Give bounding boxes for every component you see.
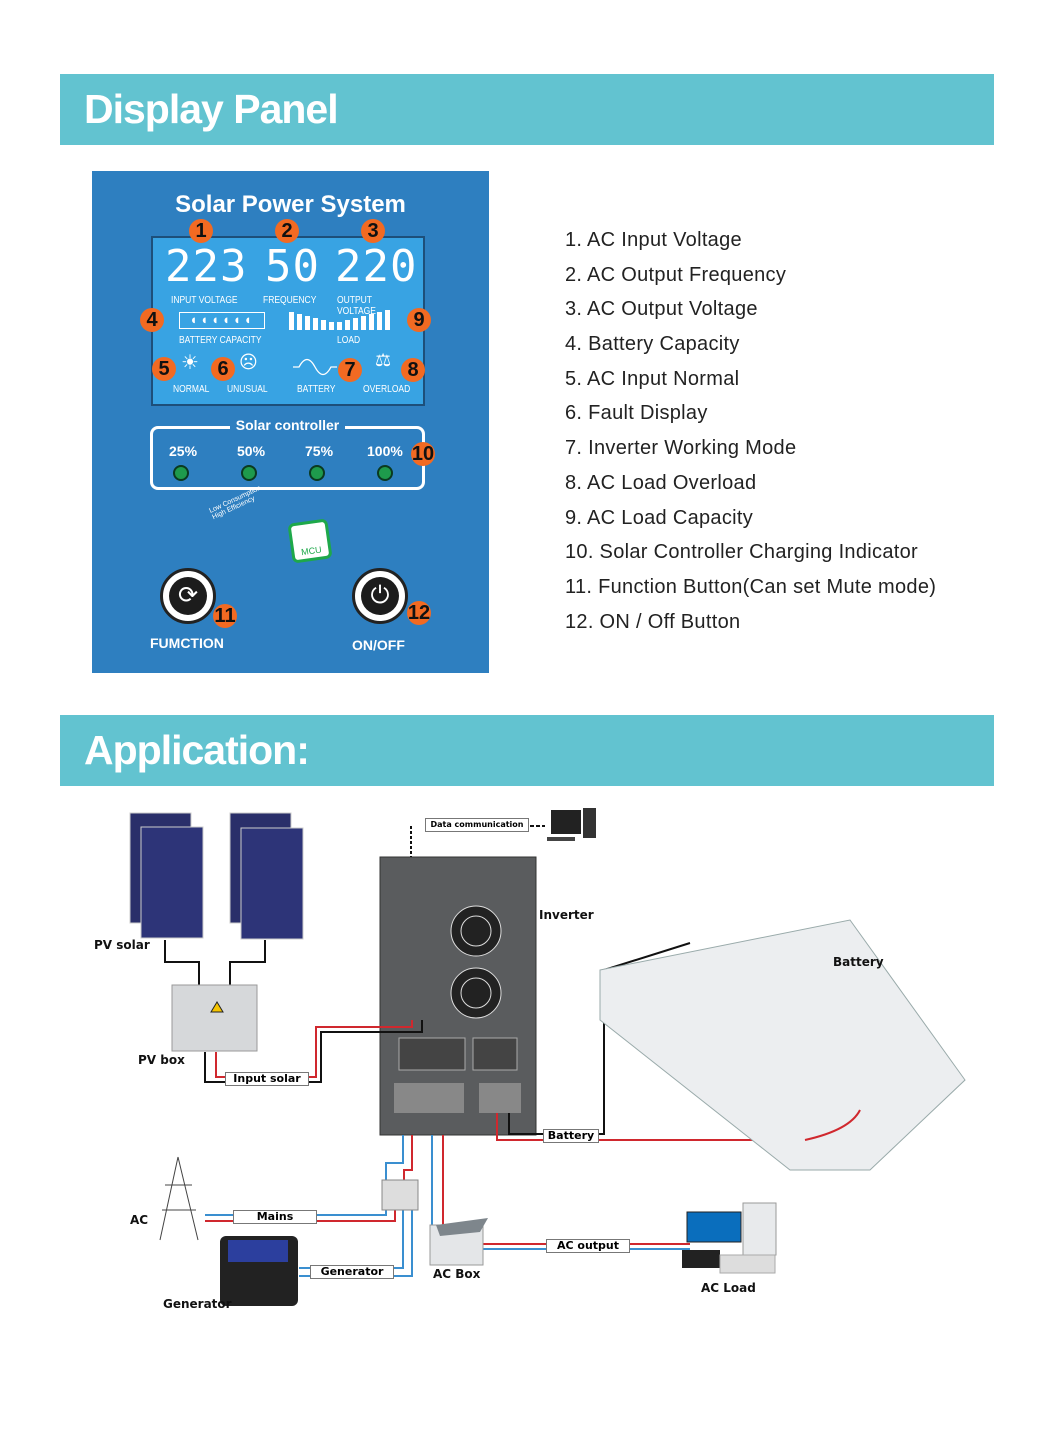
solar-input-wires — [204, 1020, 423, 1083]
ac-load-devices — [682, 1202, 777, 1274]
legend-item: 10. Solar Controller Charging Indicator — [565, 541, 918, 564]
inverter-label: Inverter — [539, 908, 594, 922]
breaker-dc — [472, 1037, 518, 1071]
led-25 — [173, 465, 189, 481]
input-voltage-label: INPUT VOLTAGE — [171, 295, 238, 306]
generator-connection-label: Generator — [310, 1265, 394, 1279]
output-voltage-readout: 220 — [335, 241, 418, 292]
load-label: LOAD — [337, 335, 361, 346]
frequency-readout: 50 — [265, 241, 320, 292]
overload-icon: ⚖ — [375, 350, 392, 370]
led-50 — [241, 465, 257, 481]
bulb-unusual-icon: ☹ — [239, 352, 258, 372]
data-communication-label: Data communication — [425, 818, 529, 832]
power-icon: ⏻ — [361, 577, 399, 615]
battery-bank-label: Battery — [833, 955, 884, 969]
led-100 — [377, 465, 393, 481]
legend-item: 5. AC Input Normal — [565, 367, 740, 390]
overload-label: OVERLOAD — [363, 384, 411, 395]
solar-controller-title: Solar controller — [229, 417, 346, 433]
frequency-label: FREQUENCY — [263, 295, 317, 306]
power-tower-icon — [159, 1156, 199, 1241]
power-button[interactable]: ⏻ — [352, 568, 408, 624]
pv-wires — [164, 940, 266, 985]
section-title: Display Panel — [84, 86, 339, 132]
terminal-ac — [394, 1083, 464, 1113]
badge-8: 8 — [401, 358, 425, 382]
pv-solar-label: PV solar — [94, 938, 150, 952]
computer-icon — [547, 808, 596, 841]
input-voltage-readout: 223 — [165, 241, 248, 292]
ac-box-label: AC Box — [433, 1267, 481, 1281]
pv-box-device — [171, 984, 258, 1052]
legend-item: 6. Fault Display — [565, 402, 708, 425]
lcd-screen: 223 50 220 INPUT VOLTAGE FREQUENCY OUTPU… — [151, 236, 425, 406]
badge-11: 11 — [213, 604, 237, 628]
pv-box-label: PV box — [138, 1053, 185, 1067]
function-button-label: FUMCTION — [150, 635, 224, 651]
input-solar-label: Input solar — [225, 1072, 309, 1086]
legend-item: 9. AC Load Capacity — [565, 506, 754, 529]
generator-label: Generator — [163, 1297, 232, 1311]
generator-icon — [220, 1236, 298, 1306]
badge-9: 9 — [407, 308, 431, 332]
function-button[interactable]: ⟳ — [160, 568, 216, 624]
legend-item: 4. Battery Capacity — [565, 333, 740, 356]
badge-6: 6 — [211, 357, 235, 381]
power-button-label: ON/OFF — [352, 637, 405, 653]
badge-2: 2 — [275, 219, 299, 243]
badge-4: 4 — [140, 308, 164, 332]
legend-item: 3. AC Output Voltage — [565, 298, 758, 321]
normal-label: NORMAL — [173, 384, 210, 395]
ac-box-device — [429, 1218, 488, 1266]
level-50: 50% — [237, 443, 266, 459]
sine-wave-icon — [293, 358, 337, 376]
display-panel-image: Solar Power System 223 50 220 INPUT VOLT… — [92, 171, 489, 673]
level-75: 75% — [305, 443, 334, 459]
badge-10: 10 — [411, 442, 435, 466]
display-panel-header: Display Panel — [60, 74, 994, 145]
legend-item: 1. AC Input Voltage — [565, 229, 742, 251]
mains-label: Mains — [233, 1210, 317, 1224]
ac-label: AC — [130, 1213, 149, 1227]
legend-item: 7. Inverter Working Mode — [565, 437, 797, 460]
badge-12: 12 — [407, 601, 431, 625]
battery-bank — [599, 919, 966, 1171]
legend-item: 12. ON / Off Button — [565, 610, 741, 633]
level-25: 25% — [169, 443, 198, 459]
battery-wires — [804, 1109, 861, 1141]
refresh-icon: ⟳ — [169, 577, 207, 615]
application-header: Application: — [60, 715, 994, 786]
battery-capacity-label: BATTERY CAPACITY — [179, 335, 262, 346]
section-title: Application: — [84, 727, 310, 773]
badge-5: 5 — [152, 357, 176, 381]
led-75 — [309, 465, 325, 481]
legend-item: 8. AC Load Overload — [565, 471, 757, 494]
badge-7: 7 — [338, 358, 362, 382]
fan-icons — [450, 905, 502, 1019]
battery-capacity-icon: ◖◖◖◖◖◖ — [179, 312, 265, 329]
battery-mode-label: BATTERY — [297, 384, 336, 395]
solar-panels — [129, 812, 304, 940]
breaker-ac — [398, 1037, 466, 1071]
ac-load-label: AC Load — [701, 1281, 756, 1295]
badge-3: 3 — [361, 219, 385, 243]
terminal-dc — [479, 1083, 521, 1113]
legend-item: 2. AC Output Frequency — [565, 263, 787, 286]
level-100: 100% — [367, 443, 403, 459]
transfer-switch — [381, 1179, 419, 1211]
ac-wires — [205, 1135, 690, 1277]
panel-legend-list: 1. AC Input Voltage 2. AC Output Frequen… — [565, 227, 936, 643]
legend-item: 11. Function Button(Can set Mute mode) — [565, 575, 937, 598]
load-bars-icon — [289, 310, 390, 330]
bulb-normal-icon: ☀ — [181, 352, 199, 374]
output-voltage-label: OUTPUT VOLTAGE — [337, 295, 376, 317]
ac-output-label: AC output — [546, 1239, 630, 1253]
battery-connection-label: Battery — [543, 1129, 599, 1143]
unusual-label: UNUSUAL — [227, 384, 268, 395]
badge-1: 1 — [189, 219, 213, 243]
warning-icon — [210, 1001, 224, 1013]
panel-title: Solar Power System — [175, 191, 406, 218]
